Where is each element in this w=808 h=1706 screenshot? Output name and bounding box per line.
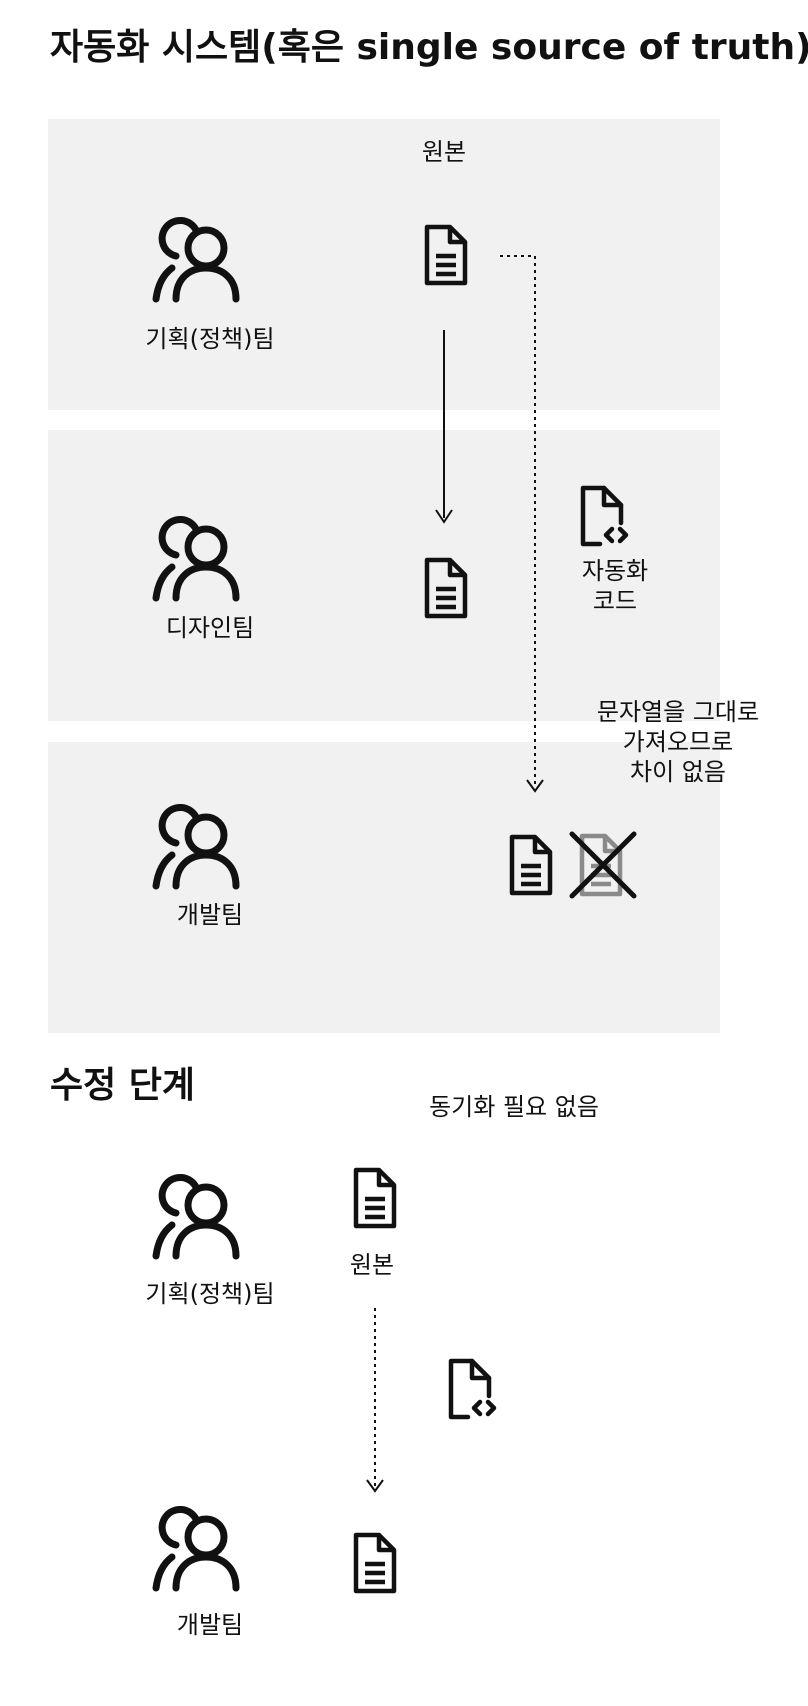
- note-line-3: 차이 없음: [630, 758, 726, 786]
- note-line-2: 가져오므로: [622, 728, 734, 756]
- arrow-original-to-design: [435, 330, 453, 524]
- lane-development: [48, 742, 720, 1033]
- users-icon: [150, 503, 254, 603]
- document-icon: [509, 834, 553, 896]
- document-icon: [353, 1532, 397, 1594]
- document-icon: [424, 557, 468, 619]
- team-label-planning: 기획(정책)팀: [145, 325, 275, 353]
- users-icon: [150, 204, 254, 304]
- document-icon: [353, 1167, 397, 1229]
- dotted-arrow-edit-flow: [366, 1308, 384, 1493]
- users-icon: [150, 1493, 254, 1593]
- automation-code-label-line2: 코드: [592, 587, 638, 615]
- users-icon: [150, 1161, 254, 1261]
- dotted-arrow-original-to-dev: [500, 255, 544, 793]
- note-line-1: 문자열을 그대로: [596, 698, 760, 726]
- team-label-dev: 개발팀: [176, 901, 244, 929]
- original-label: 원본: [421, 138, 467, 166]
- sync-note: 동기화 필요 없음: [429, 1093, 599, 1121]
- team-label-design: 디자인팀: [165, 614, 255, 642]
- document-icon: [424, 224, 468, 286]
- section-title-edit-stage: 수정 단계: [50, 1065, 196, 1106]
- code-file-icon: [580, 485, 630, 547]
- code-file-icon: [448, 1358, 498, 1420]
- lane-planning: [48, 119, 720, 410]
- team-label-planning-edit: 기획(정책)팀: [145, 1280, 275, 1308]
- crossed-document-icon: [568, 830, 638, 900]
- original-label-edit: 원본: [349, 1251, 395, 1279]
- automation-code-label-line1: 자동화: [581, 557, 649, 585]
- section-title-automation: 자동화 시스템(혹은 single source of truth): [50, 27, 808, 68]
- users-icon: [150, 791, 254, 891]
- team-label-dev-edit: 개발팀: [176, 1611, 244, 1639]
